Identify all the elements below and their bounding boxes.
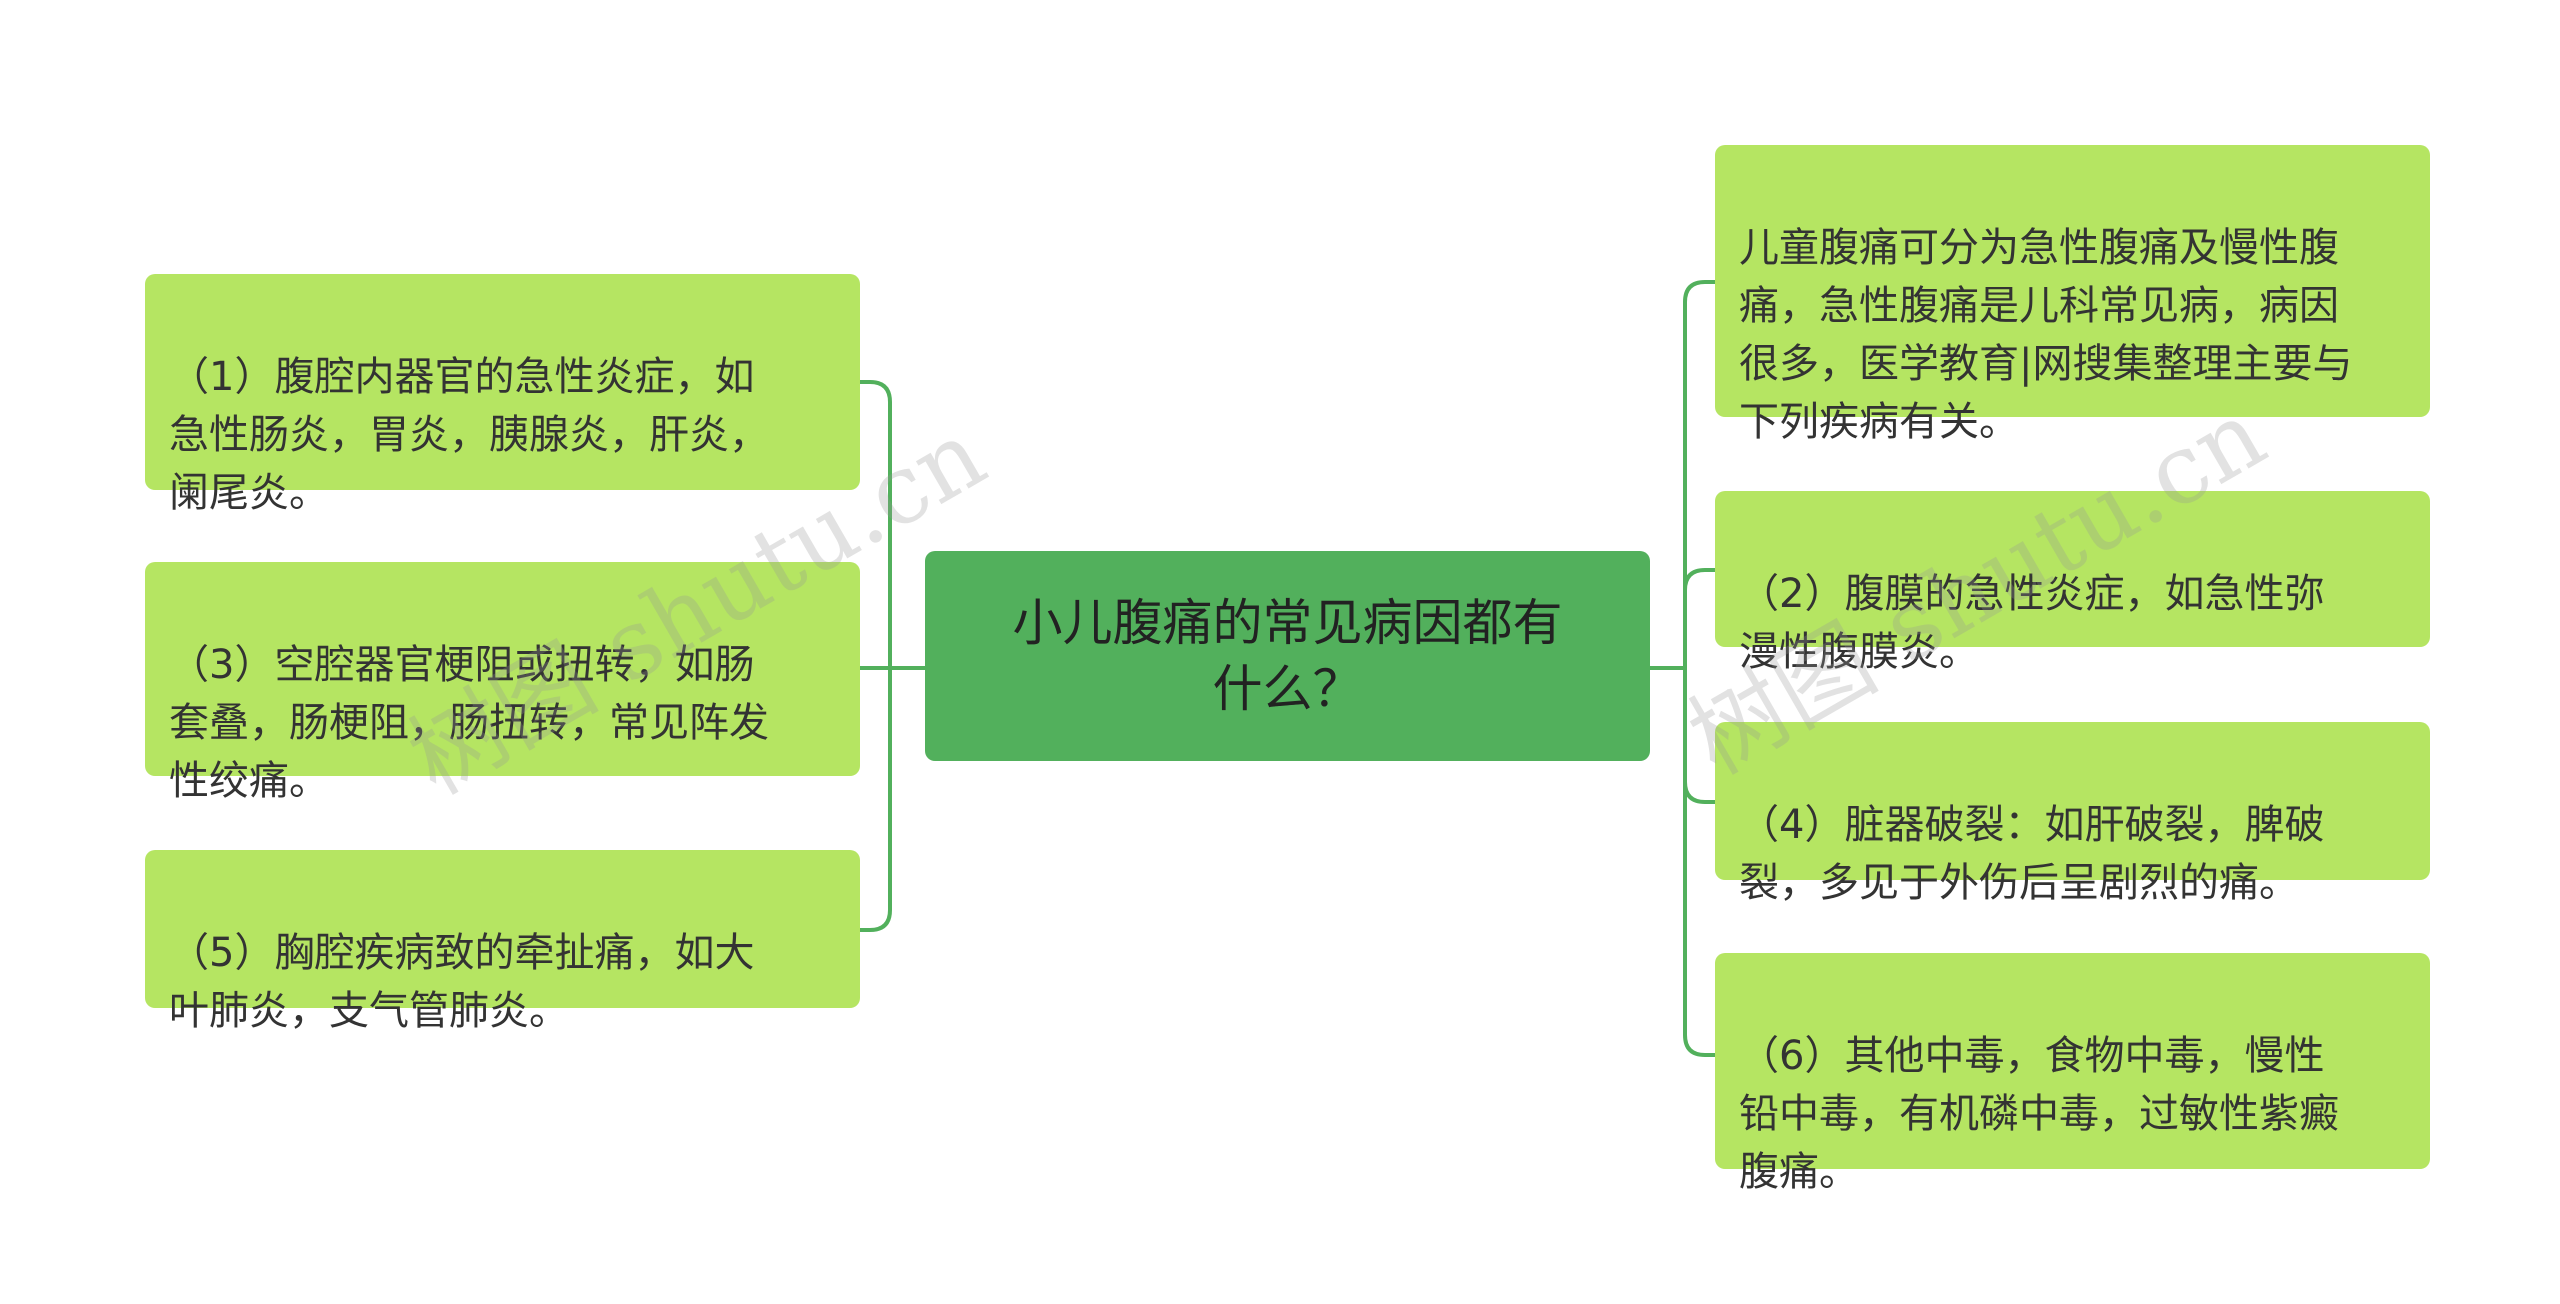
topic-node-right-6[interactable]: （6）其他中毒，食物中毒，慢性 铅中毒，有机磷中毒，过敏性紫癜 腹痛。 [1715, 953, 2430, 1195]
connector-right-intro [1683, 280, 1717, 670]
topic-node-label: （6）其他中毒，食物中毒，慢性 铅中毒，有机磷中毒，过敏性紫癜 腹痛。 [1739, 1033, 2339, 1195]
connector-right-2 [1683, 568, 1717, 592]
topic-node-label: （2）腹膜的急性炎症，如急性弥 漫性腹膜炎。 [1739, 571, 2325, 675]
topic-node-left-3[interactable]: （3）空腔器官梗阻或扭转，如肠 套叠，肠梗阻，肠扭转，常见阵发 性绞痛。 [145, 562, 860, 804]
central-topic[interactable]: 小儿腹痛的常见病因都有 什么？ [925, 551, 1650, 761]
topic-node-right-intro[interactable]: 儿童腹痛可分为急性腹痛及慢性腹 痛，急性腹痛是儿科常见病，病因 很多，医学教育|… [1715, 145, 2430, 445]
topic-node-label: （4）脏器破裂：如肝破裂，脾破 裂，多见于外伤后呈剧烈的痛。 [1739, 802, 2325, 906]
connector-left-1 [858, 380, 892, 670]
topic-node-label: （5）胸腔疾病致的牵扯痛，如大 叶肺炎，支气管肺炎。 [169, 930, 755, 1034]
topic-node-left-5[interactable]: （5）胸腔疾病致的牵扯痛，如大 叶肺炎，支气管肺炎。 [145, 850, 860, 1034]
connector-right-6 [1683, 780, 1717, 1057]
topic-node-left-1[interactable]: （1）腹腔内器官的急性炎症，如 急性肠炎，胃炎，胰腺炎，肝炎， 阑尾炎。 [145, 274, 860, 516]
topic-node-label: （1）腹腔内器官的急性炎症，如 急性肠炎，胃炎，胰腺炎，肝炎， 阑尾炎。 [169, 354, 769, 516]
topic-node-label: （3）空腔器官梗阻或扭转，如肠 套叠，肠梗阻，肠扭转，常见阵发 性绞痛。 [169, 642, 769, 804]
connector-right-4 [1683, 666, 1717, 804]
topic-node-right-2[interactable]: （2）腹膜的急性炎症，如急性弥 漫性腹膜炎。 [1715, 491, 2430, 675]
central-topic-label: 小儿腹痛的常见病因都有 什么？ [1012, 594, 1563, 718]
connector-left-5 [858, 666, 892, 932]
topic-node-label: 儿童腹痛可分为急性腹痛及慢性腹 痛，急性腹痛是儿科常见病，病因 很多，医学教育|… [1739, 225, 2353, 445]
topic-node-right-4[interactable]: （4）脏器破裂：如肝破裂，脾破 裂，多见于外伤后呈剧烈的痛。 [1715, 722, 2430, 906]
